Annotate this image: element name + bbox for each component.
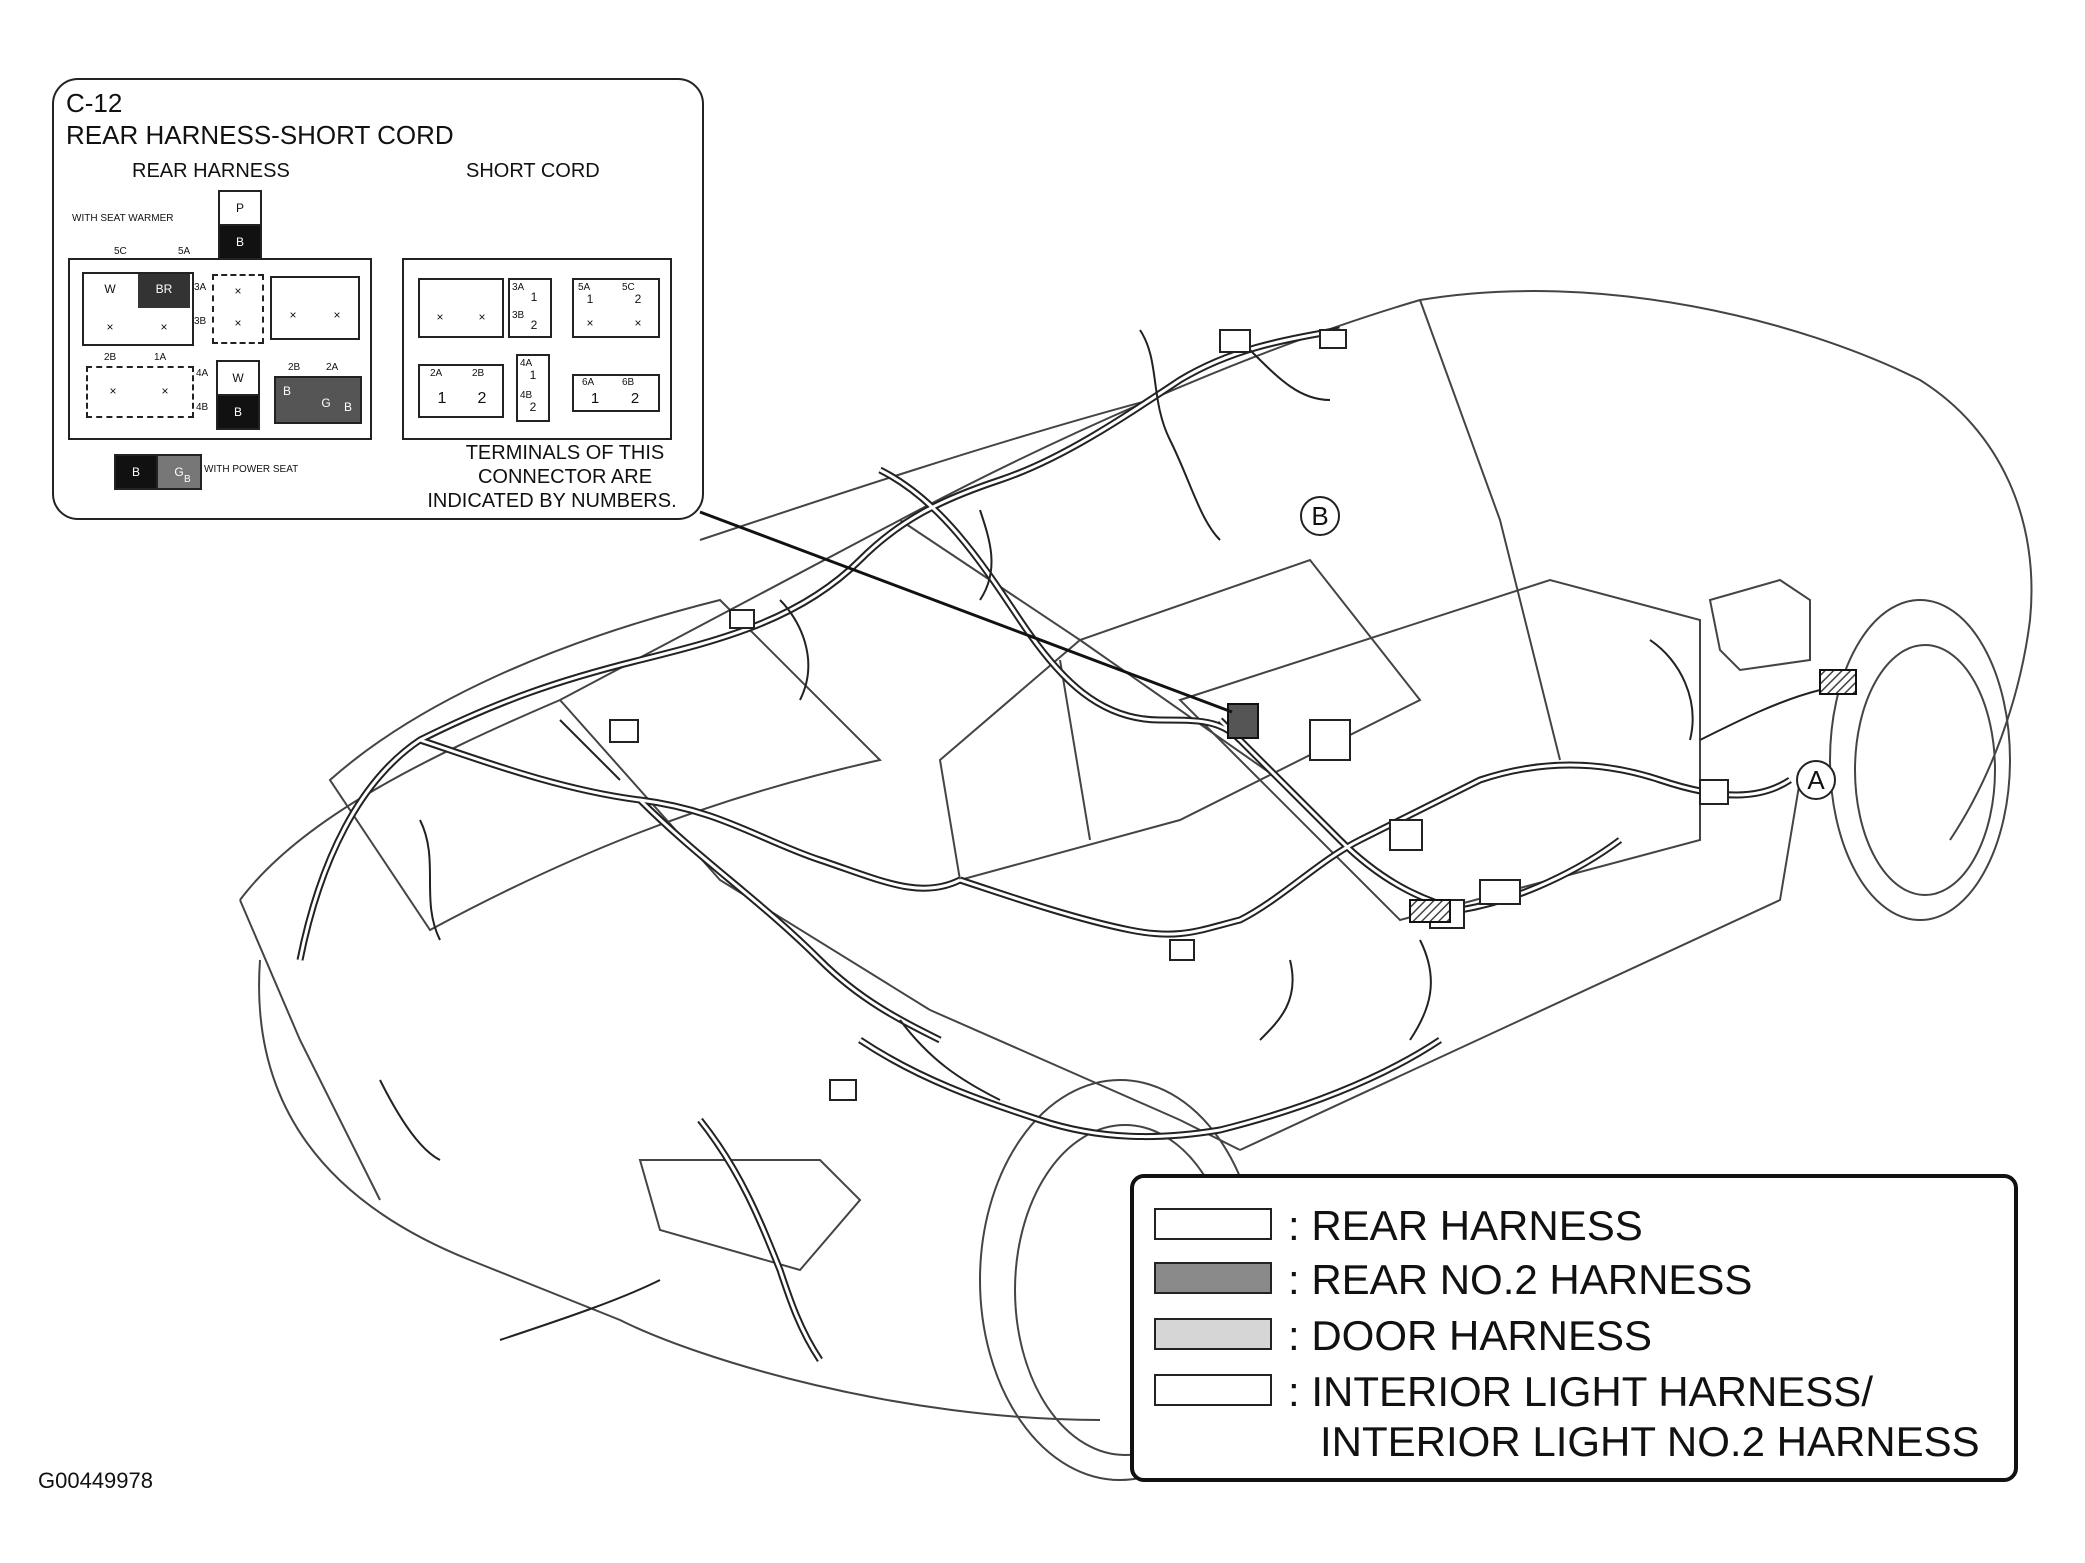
short-pin-label-3b: 3B <box>512 310 525 321</box>
short-pin-2a: 2 <box>530 318 538 332</box>
pin-b-4b: B <box>216 394 260 430</box>
pin-x-5: × <box>289 308 297 322</box>
short-pin-x-2: × <box>478 310 486 324</box>
pin-b-2b: B <box>282 384 291 398</box>
legend-swatch-rear-no2-harness <box>1154 1262 1272 1294</box>
pin-x-7: × <box>109 384 117 398</box>
short-pin-label-3a: 3A <box>512 282 525 293</box>
pin-x-8: × <box>161 384 169 398</box>
pin-label-4b: 4B <box>196 402 209 413</box>
legend-swatch-interior-light-harness <box>1154 1374 1272 1406</box>
pin-w-4a: W <box>216 360 260 396</box>
legend-label-interior-light-harness: : INTERIOR LIGHT HARNESS/ <box>1288 1368 1873 1415</box>
with-seat-warmer-label: WITH SEAT WARMER <box>72 213 174 224</box>
pin-w: W <box>84 274 136 308</box>
legend-label-rear-harness: : REAR HARNESS <box>1288 1202 1643 1249</box>
pin-x-6: × <box>333 308 341 322</box>
pin-label-2b-right: 2B <box>288 362 301 373</box>
figure-id: G00449978 <box>38 1468 153 1493</box>
pin-label-5a: 5A <box>178 246 191 257</box>
short-pin-x-3: × <box>586 316 594 330</box>
short-pin-label-4a: 4A <box>520 358 533 369</box>
short-pin-1d: 1 <box>529 368 537 382</box>
legend-swatch-door-harness <box>1154 1318 1272 1350</box>
pin-x-4: × <box>234 316 242 330</box>
short-pin-2e: 2 <box>630 390 640 407</box>
pin-g-2a: G <box>321 396 331 410</box>
short-pin-1e: 1 <box>590 390 600 407</box>
short-pin-2b: 2 <box>634 292 642 306</box>
connector-title: REAR HARNESS-SHORT CORD <box>66 120 454 150</box>
harness-legend: : REAR HARNESS : REAR NO.2 HARNESS : DOO… <box>1130 1174 2018 1482</box>
pin-label-3b: 3B <box>194 316 207 327</box>
warmer-pin-b: B <box>218 224 262 260</box>
short-pin-x-4: × <box>634 316 642 330</box>
note-line-3: INDICATED BY NUMBERS. <box>427 490 677 512</box>
connector-c12-inset: C-12 REAR HARNESS-SHORT CORD REAR HARNES… <box>52 78 704 520</box>
power-seat-pin-b1: B <box>114 454 158 490</box>
short-pin-label-6a: 6A <box>582 377 595 388</box>
leader-line <box>699 510 1233 714</box>
pin-label-2b: 2B <box>104 352 117 363</box>
with-power-seat-label: WITH POWER SEAT <box>204 464 299 475</box>
note-line-1: TERMINALS OF THIS <box>465 442 665 464</box>
short-pin-1c: 1 <box>437 390 447 407</box>
pin-label-3a: 3A <box>194 282 207 293</box>
power-seat-pin-b2: B <box>184 474 191 485</box>
short-pin-1a: 1 <box>530 290 538 304</box>
rear-no2-harness-connector <box>1227 703 1259 739</box>
pin-label-1a: 1A <box>154 352 167 363</box>
legend-label-interior-light-no2: INTERIOR LIGHT NO.2 HARNESS <box>1320 1418 1980 1465</box>
short-pin-label-4b: 4B <box>520 390 533 401</box>
short-pin-label-2b: 2B <box>472 368 485 379</box>
pin-x-2: × <box>160 320 168 334</box>
pin-x-1: × <box>106 320 114 334</box>
pin-label-2a: 2A <box>326 362 339 373</box>
rear-harness-connector: 5C 5A W BR × × 3A 3B × × × × 2B 1A × × 4… <box>68 246 372 440</box>
short-cord-label: SHORT CORD <box>466 160 600 182</box>
connector-blocks <box>609 329 1729 1101</box>
short-pin-2d: 2 <box>529 400 537 414</box>
legend-label-door-harness: : DOOR HARNESS <box>1288 1312 1653 1359</box>
note-line-2: CONNECTOR ARE <box>477 466 653 488</box>
warmer-pin-p: P <box>218 190 262 226</box>
short-pin-label-5c: 5C <box>622 282 635 293</box>
short-pin-label-5a: 5A <box>578 282 591 293</box>
pin-br: BR <box>138 274 190 308</box>
short-pin-x-1: × <box>436 310 444 324</box>
callout-a: A <box>1796 760 1836 800</box>
pin-x-3: × <box>234 284 242 298</box>
connector-code: C-12 <box>66 88 123 118</box>
short-pin-1b: 1 <box>586 292 594 306</box>
pin-label-4a: 4A <box>196 368 209 379</box>
legend-label-rear-no2-harness: : REAR NO.2 HARNESS <box>1288 1256 1753 1303</box>
rear-harness-label: REAR HARNESS <box>132 160 290 182</box>
pin-label-5c: 5C <box>114 246 127 257</box>
short-pin-label-2a: 2A <box>430 368 443 379</box>
door-harness-connectors <box>1409 669 1857 923</box>
short-pin-2c: 2 <box>477 390 487 407</box>
callout-b: B <box>1300 496 1340 536</box>
short-pin-label-6b: 6B <box>622 377 635 388</box>
power-seat-pin-g: G <box>156 454 202 490</box>
branch-wires <box>379 329 1821 1341</box>
pin-b-2a: B <box>343 400 352 414</box>
legend-swatch-rear-harness <box>1154 1208 1272 1240</box>
short-cord-connector: × × 3A 1 3B 2 5A 1 5C 2 × × 2A 2B 1 2 4A… <box>402 258 672 440</box>
